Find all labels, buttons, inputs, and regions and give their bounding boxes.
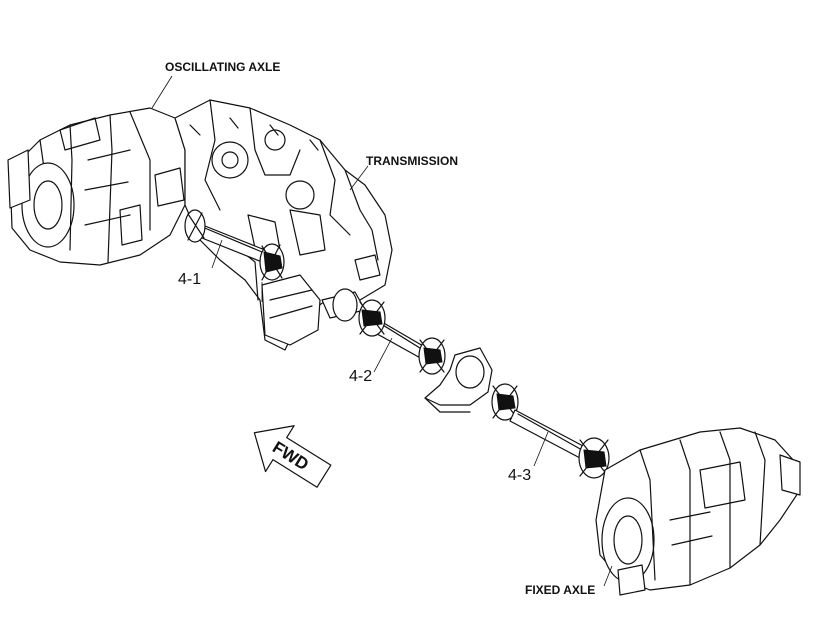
oscillating-axle bbox=[7, 107, 186, 266]
u-joint-4-2-upper bbox=[358, 299, 386, 337]
label-shaft-4-1: 4-1 bbox=[178, 271, 201, 288]
label-fixed-axle: FIXED AXLE bbox=[525, 583, 595, 597]
u-joint-4-3-lower bbox=[578, 437, 610, 479]
transmission-housing bbox=[174, 99, 393, 351]
label-shaft-4-3: 4-3 bbox=[508, 467, 531, 484]
u-joint-4-1-lower bbox=[259, 243, 285, 281]
u-joint-4-3-upper bbox=[491, 383, 519, 421]
drive-shaft-4-2 bbox=[321, 288, 446, 375]
leader-lines bbox=[151, 75, 613, 587]
drive-shaft-4-3 bbox=[491, 383, 610, 479]
drive-shaft-4-1 bbox=[184, 209, 285, 302]
label-transmission: TRANSMISSION bbox=[366, 154, 458, 168]
u-joint-4-2-lower bbox=[418, 337, 446, 375]
center-support-bearing bbox=[424, 347, 493, 413]
label-oscillating-axle: OSCILLATING AXLE bbox=[165, 60, 280, 74]
label-shaft-4-2: 4-2 bbox=[349, 368, 372, 385]
u-joint-4-1-upper bbox=[184, 209, 206, 243]
fixed-axle bbox=[595, 427, 801, 596]
forward-arrow: FWD bbox=[253, 425, 332, 488]
